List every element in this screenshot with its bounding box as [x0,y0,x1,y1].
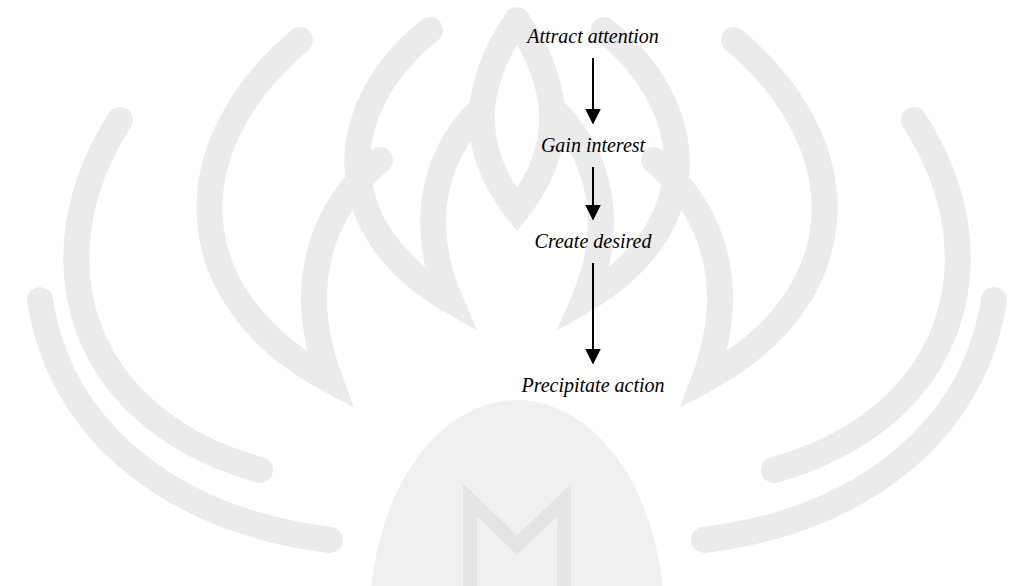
step-label: Create desired [535,229,652,253]
flow-step: Attract attention [521,22,665,50]
flow-arrow [592,263,594,363]
watermark-flame [482,20,553,210]
watermark-letter [470,500,564,586]
watermark-swirl [704,300,994,540]
watermark-swirl [40,300,330,540]
watermark-base [370,400,664,586]
watermark-swirl [209,40,380,380]
step-label: Attract attention [527,24,659,48]
flow-arrow [592,58,594,123]
step-label: Precipitate action [521,373,664,397]
watermark-swirl [654,40,825,380]
flow-step: Precipitate action [515,371,670,399]
step-label: Gain interest [541,133,645,157]
flow-step: Gain interest [535,131,651,159]
flow-step: Create desired [529,227,658,255]
flow-arrow [592,167,594,219]
